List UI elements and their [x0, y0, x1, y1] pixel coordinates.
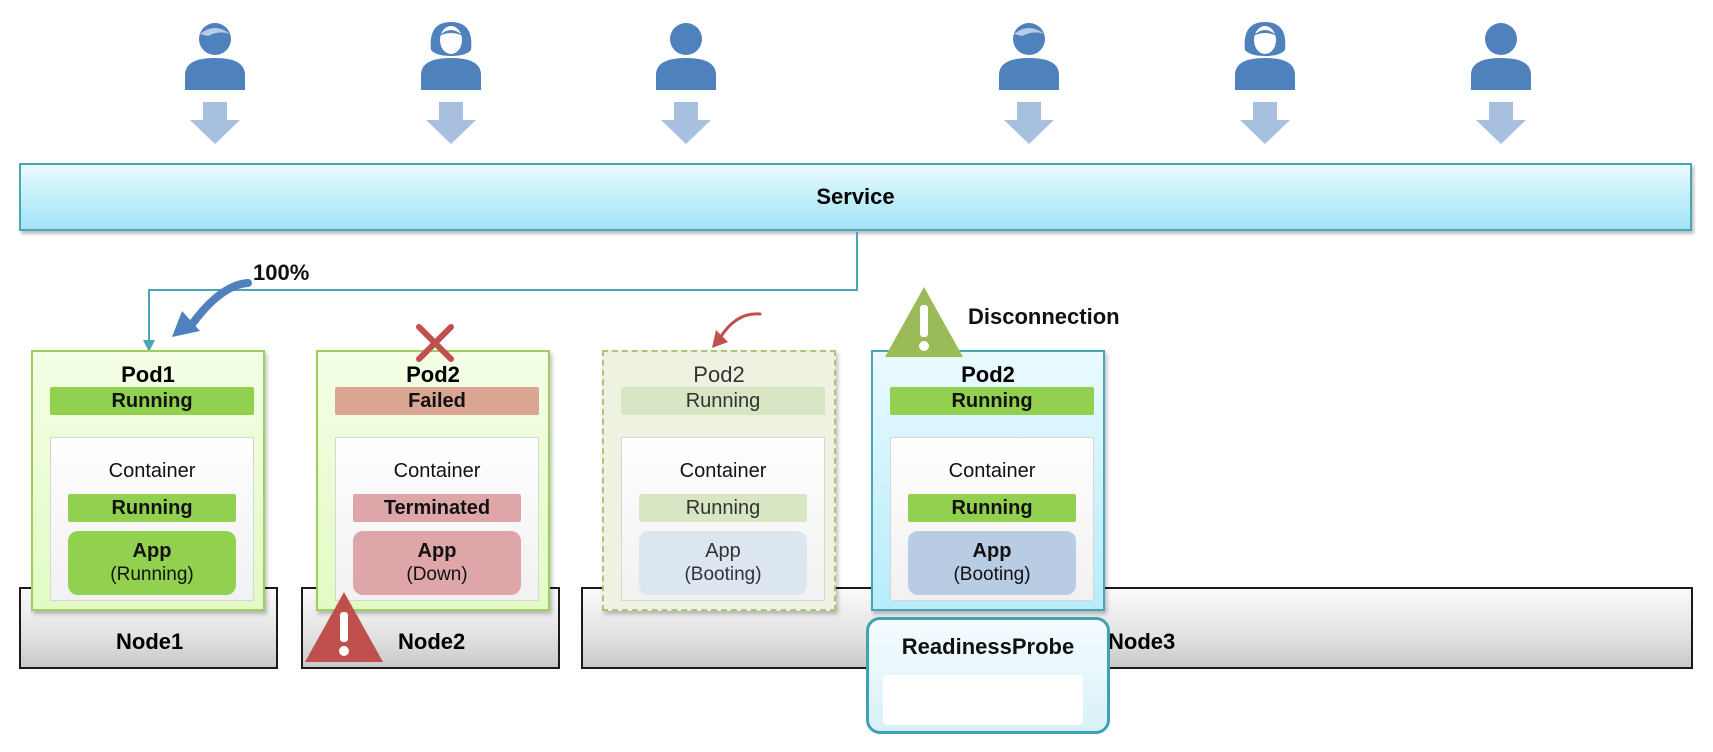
pod-status: Running [621, 387, 825, 415]
pod-1: Pod1 Running Container Running App (Runn… [31, 350, 265, 611]
container: Container Running App (Booting) [890, 437, 1094, 601]
pod-title: Pod2 [961, 362, 1015, 387]
user-female-icon [421, 22, 481, 144]
node-label: Node2 [398, 629, 466, 654]
container: Container Running App (Booting) [621, 437, 825, 601]
user-icon [656, 23, 716, 144]
warning-red-icon [305, 592, 383, 662]
service-label: Service [816, 184, 895, 209]
app-box: App (Running) [68, 531, 236, 595]
user-male-icon [999, 23, 1059, 144]
container-status: Running [68, 494, 236, 522]
container-status: Running [639, 494, 807, 522]
user-male-icon [185, 23, 245, 144]
app-state: (Booting) [684, 564, 762, 585]
traffic-arrow-icon [172, 279, 252, 337]
container-label: Container [948, 460, 1036, 482]
app-name: App [417, 540, 457, 562]
pod-title: Pod2 [693, 362, 745, 387]
container-status: Running [908, 494, 1076, 522]
pod-2-failed: Pod2 Failed Container Terminated App (Do… [316, 350, 550, 611]
warning-green-icon [885, 287, 963, 357]
container-status: Terminated [353, 494, 521, 522]
app-state: (Booting) [953, 564, 1031, 585]
user-icon [1471, 23, 1531, 144]
app-box: App (Booting) [908, 531, 1076, 595]
pod-2-probed: Pod2 Running Container Running App (Boot… [871, 350, 1105, 611]
container: Container Running App (Running) [50, 437, 254, 601]
app-box: App (Down) [353, 531, 521, 595]
container-label: Container [679, 460, 767, 482]
app-state: (Down) [406, 564, 468, 585]
node-label: Node1 [116, 629, 184, 654]
container-label: Container [108, 460, 196, 482]
pod-title: Pod1 [121, 362, 175, 387]
app-state: (Running) [110, 564, 194, 585]
pod-2-booting: Pod2 Running Container Running App (Boot… [602, 350, 836, 611]
readiness-probe: ReadinessProbe [866, 617, 1110, 734]
failed-x-icon [416, 324, 454, 362]
retry-arrow-icon [712, 312, 762, 348]
probe-label: ReadinessProbe [901, 634, 1075, 659]
disconnection-label: Disconnection [968, 304, 1120, 329]
container: Container Terminated App (Down) [335, 437, 539, 601]
user-female-icon [1235, 22, 1295, 144]
pod-status: Running [50, 387, 254, 415]
pod-status: Running [890, 387, 1094, 415]
app-box: App (Booting) [639, 531, 807, 595]
app-name: App [972, 540, 1012, 562]
app-name: App [705, 540, 741, 562]
service-bar: Service [19, 163, 1692, 231]
probe-redacted-area [883, 675, 1083, 725]
traffic-percent: 100% [253, 260, 310, 285]
pod-status: Failed [335, 387, 539, 415]
app-name: App [132, 540, 172, 562]
container-label: Container [393, 460, 481, 482]
pod-title: Pod2 [406, 362, 460, 387]
node-label: Node3 [1108, 629, 1176, 654]
